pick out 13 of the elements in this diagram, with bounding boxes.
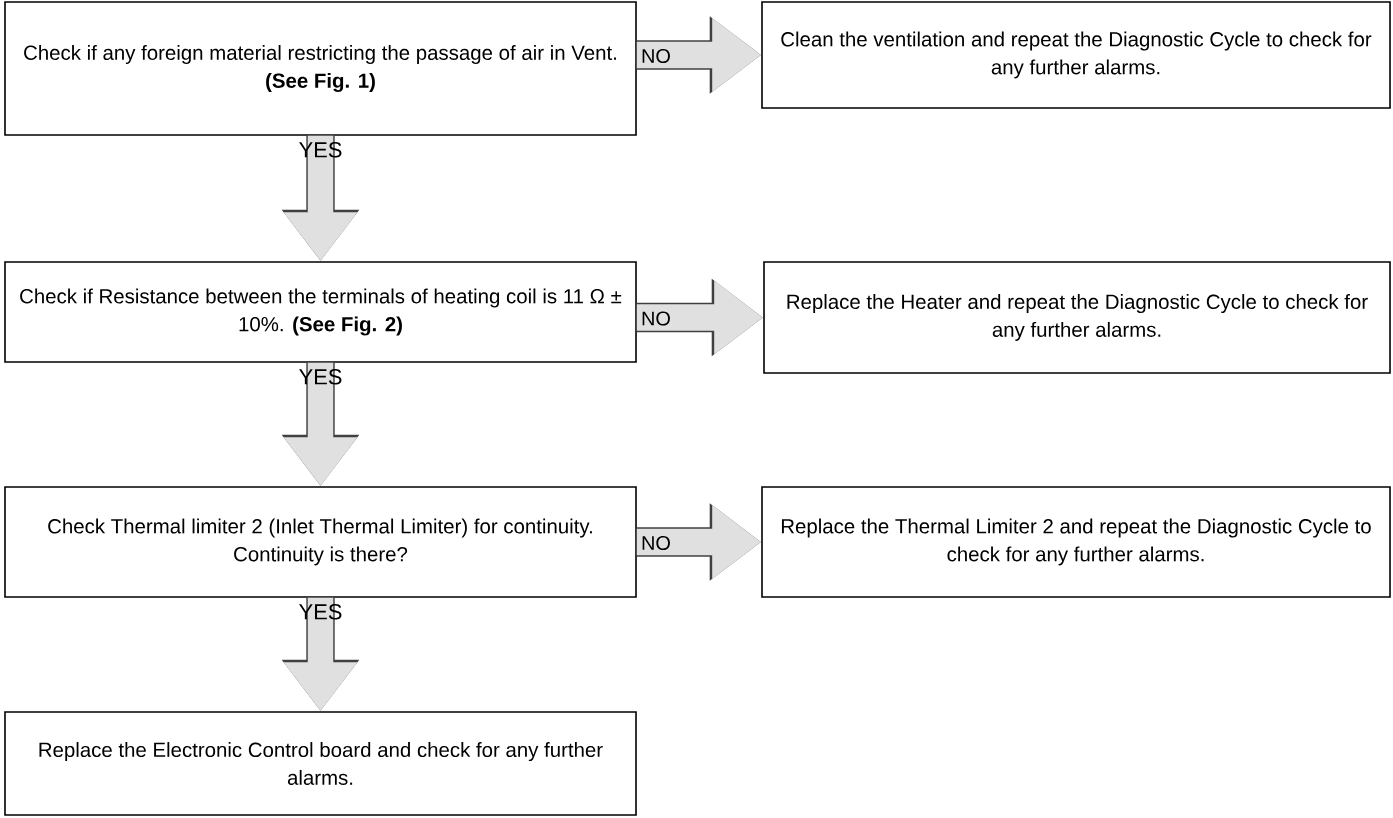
process-box: Replace the Electronic Control board and check for any further alarms. [4, 711, 637, 816]
process-box: Clean the ventilation and repeat the Diagnostic Cycle to check for any further alarms. [761, 1, 1391, 109]
edge-label: YES [299, 369, 342, 385]
process-box: Replace the Heater and repeat the Diagnostic Cycle to check for any further alarms. [763, 261, 1391, 374]
edge-label: YES [299, 142, 342, 158]
edge-label: NO [642, 311, 670, 326]
process-box: Check if any foreign material restricting the passage of air in Vent. (See Fig. 1) [4, 1, 637, 136]
edge-label: NO [642, 535, 670, 551]
edge-label: NO [642, 48, 670, 64]
process-box: Check if Resistance between the terminals of heating coil is 11 Ω ± 10%. (See Fig. 2) [4, 261, 637, 363]
edge-label: YES [299, 604, 342, 620]
process-box: Check Thermal limiter 2 (Inlet Thermal Limiter) for continuity. Continuity is there? [4, 486, 637, 598]
process-box: Replace the Thermal Limiter 2 and repeat the Diagnostic Cycle to check for any further alarms. [761, 486, 1391, 598]
